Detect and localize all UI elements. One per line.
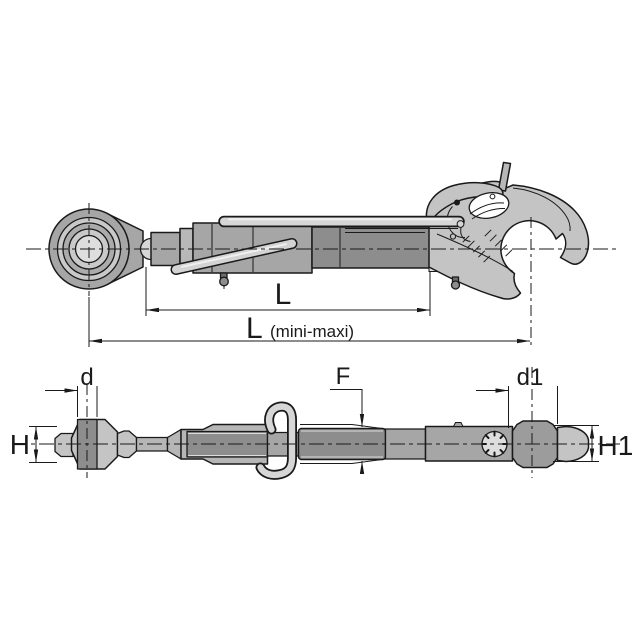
bar-end-pivot bbox=[456, 220, 465, 228]
dimension-H: H bbox=[10, 426, 57, 463]
dimension-L-range: L (mini-maxi) bbox=[88, 297, 530, 347]
dim-label-H: H bbox=[10, 429, 30, 460]
dim-label-L: L bbox=[275, 278, 292, 311]
tube-nub bbox=[452, 422, 464, 427]
pivot-pin bbox=[454, 199, 460, 206]
dimension-L: L bbox=[145, 267, 431, 316]
dimension-F: F bbox=[330, 363, 365, 474]
dim-label-H1: H1 bbox=[598, 430, 634, 461]
dim-label-L-range-note: (mini-maxi) bbox=[270, 322, 354, 341]
grease-nipple bbox=[219, 272, 229, 289]
top-handle-bar bbox=[218, 215, 471, 242]
hook-grease-nipple bbox=[450, 276, 461, 290]
top-view: d F d1 H H1 bbox=[10, 363, 634, 480]
clip-handle bbox=[255, 401, 297, 480]
side-view: L L (mini-maxi) bbox=[26, 161, 618, 347]
dim-label-F: F bbox=[336, 363, 351, 390]
latch-spring bbox=[462, 229, 513, 263]
dimension-d1: d1 bbox=[476, 364, 558, 428]
release-pin bbox=[497, 161, 512, 192]
dim-label-d: d bbox=[80, 364, 93, 391]
dimension-d: d bbox=[45, 364, 98, 417]
dimension-H1: H1 bbox=[553, 425, 634, 462]
end-stub bbox=[54, 432, 74, 458]
latch-opening bbox=[468, 191, 510, 220]
dim-label-L-range: L bbox=[246, 312, 263, 345]
lever-handle bbox=[170, 238, 298, 275]
dim-label-d1: d1 bbox=[517, 364, 544, 391]
tube-dark-section bbox=[311, 226, 431, 269]
claw-hook-head bbox=[425, 161, 590, 300]
